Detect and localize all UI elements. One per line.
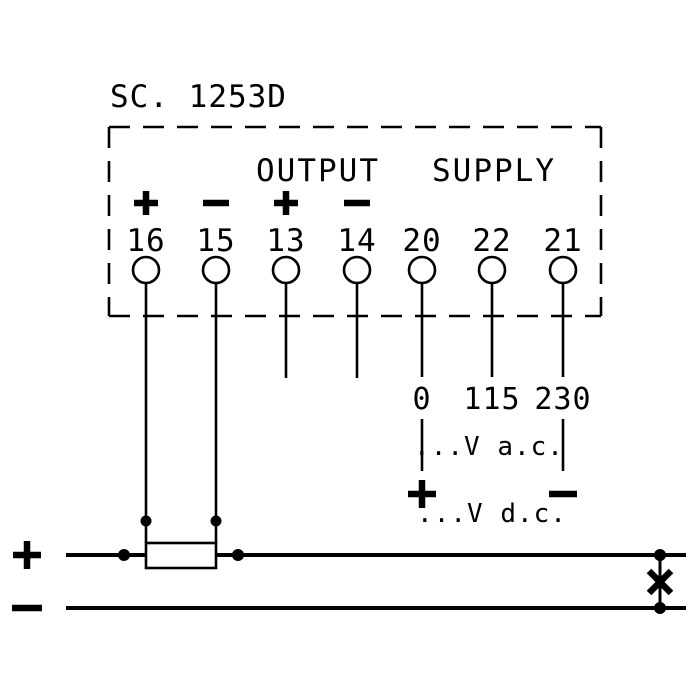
terminal-15-circle [201, 255, 231, 285]
load-cross-icon [646, 568, 674, 596]
supply-tap-230-label: 230 [534, 382, 591, 417]
terminal-circle-row [131, 255, 578, 285]
junction-dot [232, 549, 244, 561]
supply-tap-0-label: 0 [412, 382, 431, 417]
terminal-22-label: 22 [472, 223, 511, 259]
junction-dot [140, 515, 152, 527]
terminal-14-label: 14 [337, 223, 376, 259]
terminal-21-label: 21 [543, 223, 582, 259]
terminal-13-label: 13 [266, 223, 305, 259]
junction-dot [210, 515, 222, 527]
terminal-number-row: 16 15 13 14 20 22 21 [126, 223, 582, 259]
bus-plus-icon [13, 541, 41, 569]
terminal-16-plus-icon [134, 191, 158, 215]
terminal-polarity-row [134, 191, 370, 215]
terminal-14-circle [342, 255, 372, 285]
supply-tap-115-label: 115 [463, 382, 520, 417]
junction-dot [118, 549, 130, 561]
terminal-16-label: 16 [126, 223, 165, 259]
terminal-13-plus-icon [274, 191, 298, 215]
section-label-output: OUTPUT [256, 153, 380, 189]
terminal-20-label: 20 [402, 223, 441, 259]
junction-dot [654, 602, 666, 614]
junction-dot [654, 549, 666, 561]
device-title: SC. 1253D [110, 79, 287, 115]
dc-plus-icon [408, 480, 436, 508]
supply-ac-label: ...V a.c. [414, 432, 564, 462]
terminal-13-circle [271, 255, 301, 285]
device-outline [107, 125, 603, 318]
supply-tap-row: 0 115 230 [412, 382, 591, 417]
shunt-resistor [144, 541, 218, 570]
section-label-supply: SUPPLY [432, 153, 556, 189]
supply-dc-label: ...V d.c. [417, 499, 567, 529]
terminal-16-circle [131, 255, 161, 285]
terminal-20-circle [407, 255, 437, 285]
junction-dots [118, 515, 666, 614]
terminal-22-circle [477, 255, 507, 285]
terminal-21-circle [548, 255, 578, 285]
terminal-15-label: 15 [196, 223, 235, 259]
terminal-wires [144, 283, 565, 543]
